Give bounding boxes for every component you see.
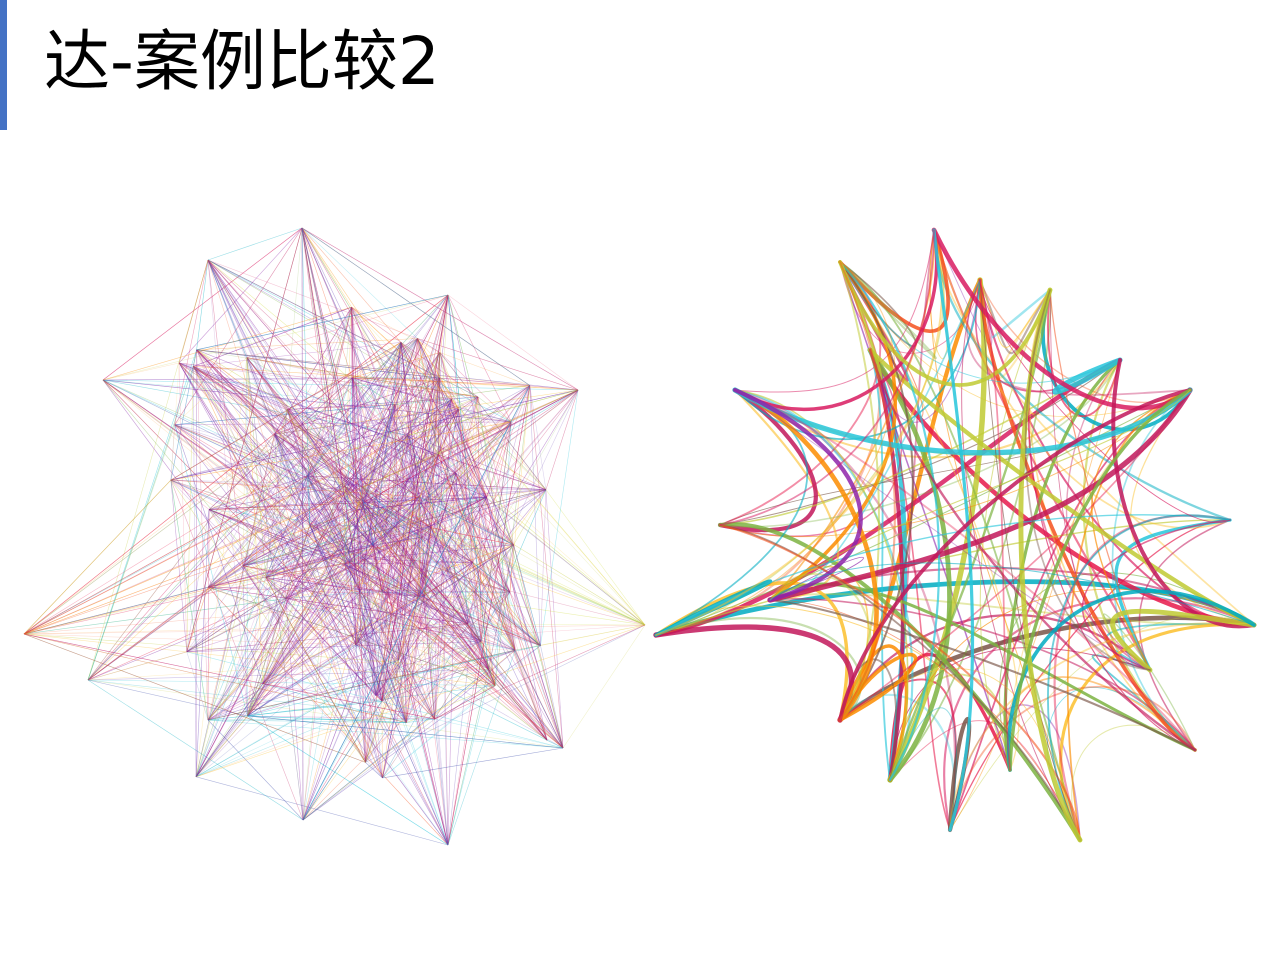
title-accent-bar: [0, 0, 7, 130]
straight-line-network-graphic: [23, 227, 646, 846]
edge-bundled-network-figure: [650, 220, 1280, 860]
straight-line-network-figure: [18, 220, 650, 860]
slide-title: 达-案例比较2: [44, 23, 440, 100]
edge-bundled-network-graphic: [653, 227, 1257, 843]
bundled-edges: [653, 227, 1257, 843]
network-edges: [23, 227, 646, 846]
